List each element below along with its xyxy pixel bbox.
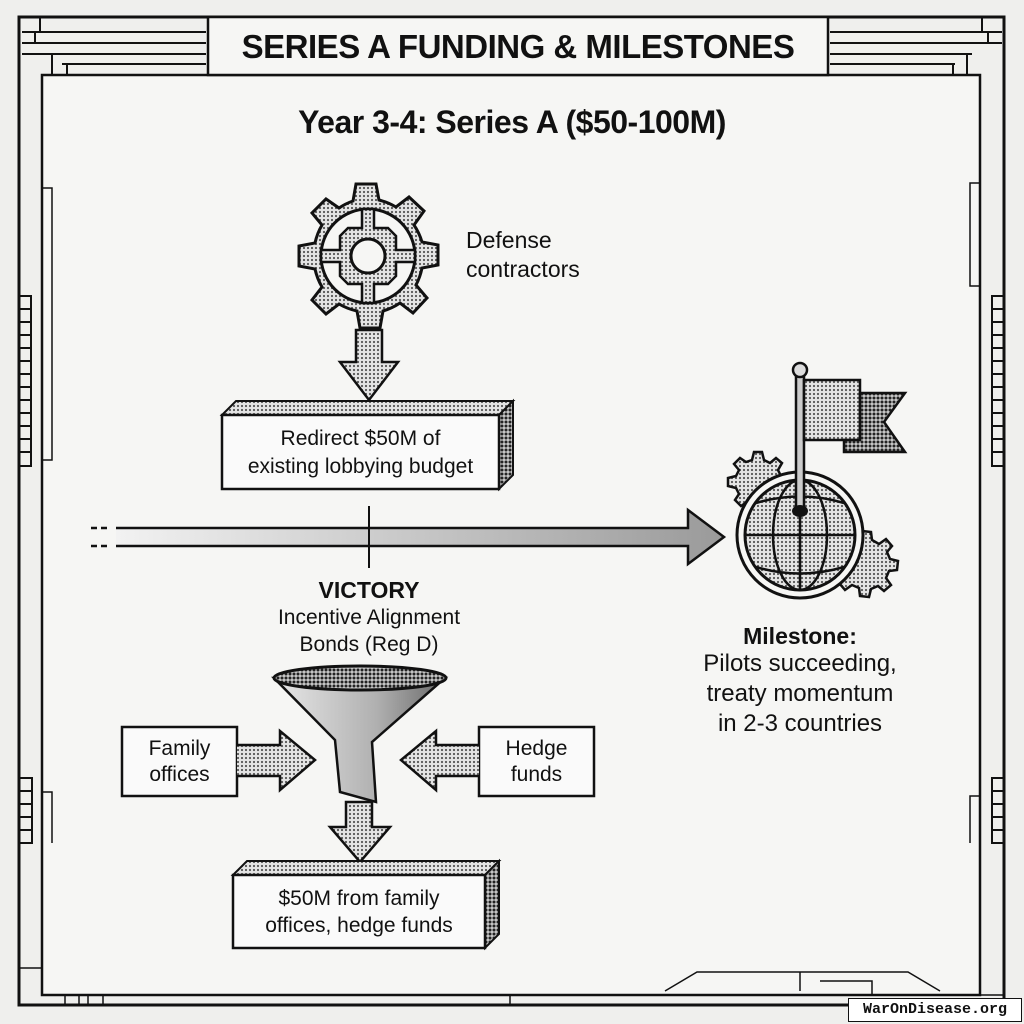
page-title: SERIES A FUNDING & MILESTONES [241, 28, 795, 65]
milestone-title: Milestone: [743, 623, 857, 649]
result-funding-box [230, 858, 502, 951]
funnel-icon [271, 664, 449, 804]
left-arrow-hedge [399, 728, 479, 793]
family-offices-line2: offices [149, 763, 210, 786]
down-arrow-bottom [327, 800, 393, 864]
redirect-box-line2: existing lobbying budget [247, 455, 474, 478]
gear-icon [297, 182, 440, 330]
result-box-line1: $50M from family [278, 887, 440, 910]
left-ladder [18, 295, 33, 844]
redirect-budget-box [219, 398, 516, 492]
family-offices-line1: Family [148, 737, 211, 760]
victory-line2: Bonds (Reg D) [299, 633, 439, 656]
source-label-line2: contractors [466, 256, 580, 282]
title-box [206, 15, 830, 77]
milestone-line3: in 2-3 countries [717, 710, 883, 737]
victory-line1: Incentive Alignment [277, 606, 461, 629]
family-offices-box [120, 725, 239, 798]
hedge-funds-line2: funds [510, 763, 563, 786]
section-subtitle: Year 3-4: Series A ($50-100M) [298, 104, 726, 140]
timeline-arrow [91, 506, 727, 568]
right-arrow-family [237, 728, 317, 793]
milestone-line2: treaty momentum [706, 680, 894, 707]
source-label-line1: Defense [466, 227, 552, 253]
milestone-line1: Pilots succeeding, [703, 650, 897, 677]
globe-flag-icon [726, 361, 908, 600]
victory-title: VICTORY [318, 577, 420, 603]
right-ladder [991, 295, 1005, 844]
hedge-funds-box [477, 725, 596, 798]
hedge-funds-line1: Hedge [505, 737, 568, 760]
watermark-link[interactable]: WarOnDisease.org [848, 998, 1022, 1022]
result-box-line2: offices, hedge funds [265, 914, 453, 937]
down-arrow-top [337, 328, 401, 403]
redirect-box-line1: Redirect $50M of [280, 427, 441, 450]
